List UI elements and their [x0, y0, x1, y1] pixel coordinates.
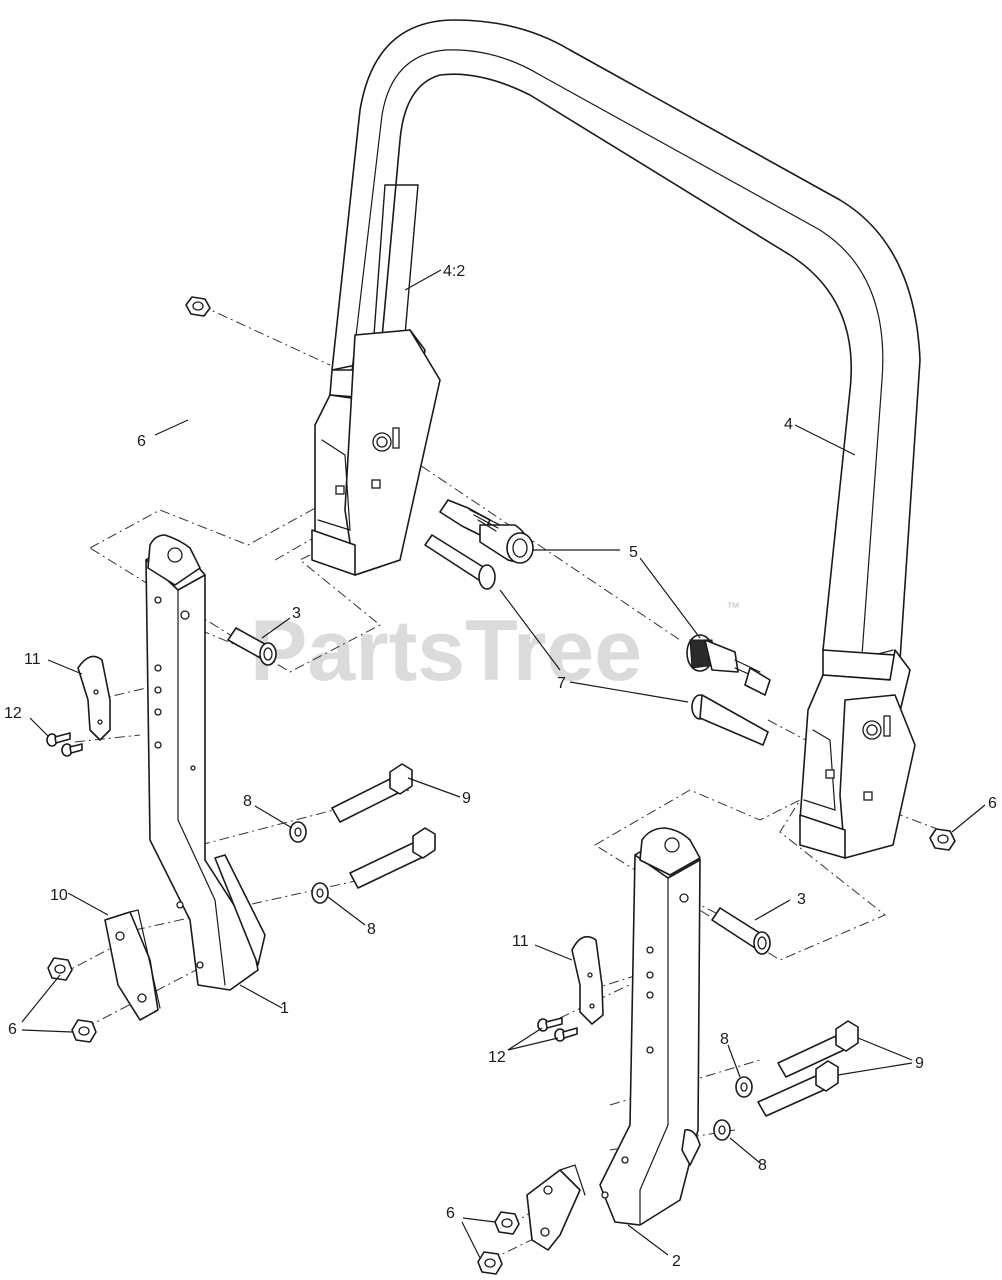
callout-labels: 6 4:2 4 5 7 3 3 11 12 10 1 8 9 8 6 6 11 … — [4, 263, 997, 1270]
plate-11-left — [77, 655, 111, 741]
callout-6-top: 6 — [137, 433, 146, 450]
callout-3-left: 3 — [292, 605, 301, 622]
callout-4: 4 — [784, 416, 793, 433]
watermark-tm: ™ — [726, 599, 740, 615]
spacer-left — [227, 627, 277, 666]
plate-11-right — [571, 935, 604, 1025]
nut-6-bottom-a — [494, 1211, 520, 1235]
pin-upper — [439, 499, 534, 564]
clevis-pin-upper — [424, 534, 496, 590]
washer-8-d — [713, 1119, 731, 1141]
plate-lower-right — [526, 1164, 586, 1251]
callout-4-2: 4:2 — [443, 263, 465, 280]
bolt-9-b — [349, 827, 436, 889]
callout-8-a: 8 — [243, 793, 252, 810]
callout-9-right: 9 — [915, 1055, 924, 1072]
callout-2: 2 — [672, 1253, 681, 1270]
callout-8-c: 8 — [720, 1031, 729, 1048]
leader-lines — [21, 269, 986, 1259]
nut-6-right — [929, 828, 956, 851]
screws-12-right — [537, 1017, 578, 1042]
hoop-bracket-left — [311, 329, 441, 576]
callout-3-right: 3 — [797, 891, 806, 908]
callout-12-right: 12 — [488, 1049, 506, 1066]
upright-right — [599, 827, 701, 1226]
callout-10: 10 — [50, 887, 68, 904]
callout-6-bottom: 6 — [446, 1205, 455, 1222]
nut-6-bottom-b — [477, 1251, 503, 1275]
callout-9-left: 9 — [462, 790, 471, 807]
nut-6-top — [185, 296, 211, 317]
callout-1: 1 — [280, 1000, 289, 1017]
callout-12-left: 12 — [4, 705, 22, 722]
hoop-bracket-right — [799, 649, 916, 859]
callout-8-b: 8 — [367, 921, 376, 938]
bolt-9-c — [777, 1020, 859, 1078]
callout-7: 7 — [557, 675, 566, 692]
callout-6-left: 6 — [8, 1021, 17, 1038]
upright-left — [145, 534, 266, 991]
washer-8-c — [735, 1076, 753, 1098]
nut-6-left-b — [71, 1019, 97, 1043]
clevis-pin-lower — [691, 694, 769, 746]
callout-5: 5 — [629, 544, 638, 561]
washer-8-b — [311, 882, 329, 904]
bolt-9-d — [757, 1060, 839, 1117]
bolt-9-a — [331, 763, 413, 823]
callout-6-right: 6 — [988, 795, 997, 812]
callout-8-d: 8 — [758, 1157, 767, 1174]
washer-8-a — [289, 821, 307, 843]
callout-11-left: 11 — [24, 651, 41, 668]
plate-10 — [104, 909, 161, 1021]
pin-lower — [686, 634, 771, 696]
spacer-right — [711, 907, 771, 955]
nut-6-left-a — [47, 957, 73, 981]
callout-11-right: 11 — [512, 933, 529, 950]
screws-12-left — [46, 732, 83, 757]
